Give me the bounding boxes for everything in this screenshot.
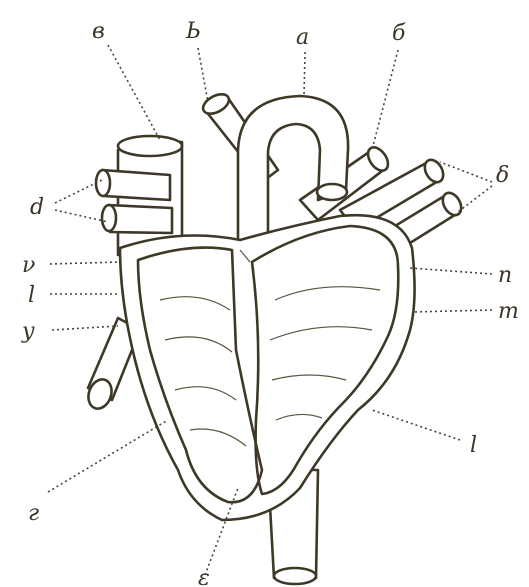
label-top-left: в [92, 19, 105, 44]
label-top-2: Ь [185, 19, 201, 44]
label-top-4: б [392, 21, 406, 46]
label-bottom-left: г [28, 501, 39, 526]
label-right-top: δ [496, 163, 509, 188]
label-bottom: ε [198, 566, 210, 587]
superior-vena-cava-opening [118, 136, 182, 156]
aorta-opening [317, 184, 347, 200]
pulmonary-vein-left-upper [102, 170, 170, 200]
label-right-m: m [498, 299, 519, 324]
descending-aorta-opening [274, 568, 316, 584]
label-left-l: l [28, 283, 35, 308]
label-right-n: п [498, 263, 512, 288]
pulmonary-vein-left-lower [108, 205, 172, 233]
label-left-d: d [30, 195, 44, 220]
pulmonary-vein-left-upper-opening [96, 170, 110, 196]
label-right-l: l [470, 433, 477, 458]
label-left-v: ν [22, 253, 35, 278]
pulmonary-vein-left-lower-opening [102, 205, 116, 231]
label-top-3: а [296, 25, 309, 50]
label-left-y: у [21, 319, 35, 344]
